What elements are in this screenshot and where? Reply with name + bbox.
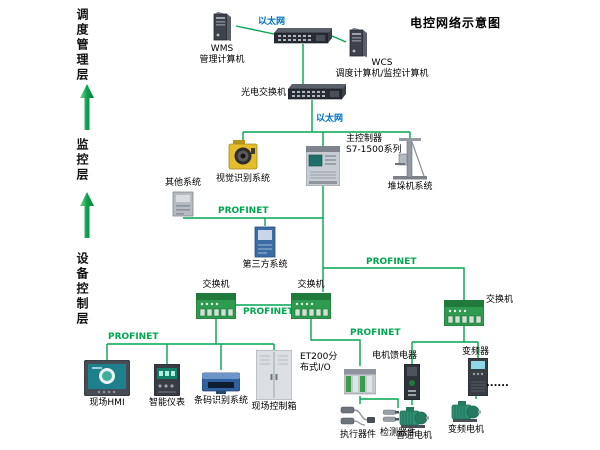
barcode-scanner-icon <box>202 372 240 394</box>
more-devices-ellipsis: ...... <box>486 378 509 389</box>
control-cabinet-icon <box>256 350 292 400</box>
actuator-cable-icon <box>340 406 375 426</box>
node-vision-system: 视觉识别系统 <box>211 140 275 185</box>
green-switch-icon <box>196 293 236 320</box>
node-field-control-box: 现场控制箱 <box>248 350 300 413</box>
wire-et200-detector <box>360 398 399 408</box>
third-party-system-label: 第三方系统 <box>242 260 288 270</box>
normal-motor-label: 普通电机 <box>395 431 432 441</box>
up-arrow-2 <box>80 192 94 238</box>
node-vfd <box>468 358 488 396</box>
hmi-panel-icon <box>84 360 130 396</box>
profinet-label-right: PROFINET <box>366 257 417 267</box>
ethernet-label-top: 以太网 <box>258 17 286 27</box>
et200-label: ET200分布式I/O <box>300 352 338 374</box>
wire-right-branch <box>323 267 465 300</box>
detectors-label: 检测器件 <box>379 428 416 438</box>
vfd-label: 变频器 <box>462 347 490 357</box>
node-core-switch <box>274 28 332 44</box>
actuators-label: 执行器件 <box>339 430 376 440</box>
layer-label-management: 调度管理层 <box>75 8 89 83</box>
gray-device-icon <box>172 191 194 217</box>
motor-starter-icon <box>404 364 420 400</box>
node-optical-switch <box>288 84 346 100</box>
meter-icon <box>154 364 180 396</box>
barcode-system-label: 条码识别系统 <box>193 396 248 406</box>
motor-feeder-label: 电机馈电器 <box>372 351 418 361</box>
node-third-party-system: 第三方系统 <box>239 226 291 271</box>
field-hmi-label: 现场HMI <box>89 398 125 408</box>
node-switch-mid: 交换机 <box>287 280 335 320</box>
vfd-motor-label: 变频电机 <box>447 425 484 435</box>
blue-device-icon <box>254 226 276 258</box>
green-switch-icon <box>444 300 484 326</box>
profinet-label-switch-link: PROFINET <box>243 307 294 317</box>
vfd-drive-icon <box>468 358 488 396</box>
io-rack-icon <box>344 369 376 395</box>
node-normal-motor: 普通电机 <box>392 405 436 442</box>
motor-icon <box>399 407 429 428</box>
other-system-label: 其他系统 <box>164 178 201 188</box>
diagram-title: 电控网络示意图 <box>410 16 502 30</box>
stacker-system-label: 堆垛机系统 <box>387 182 433 192</box>
vision-system-label: 视觉识别系统 <box>215 174 270 184</box>
stacker-crane-icon <box>393 138 427 180</box>
node-barcode-system: 条码识别系统 <box>193 370 249 407</box>
node-smart-meter: 智能仪表 <box>143 364 191 409</box>
server-icon <box>349 28 367 57</box>
wire-wms-switch <box>235 25 275 35</box>
layer-label-device-control: 设备控制层 <box>75 252 89 327</box>
node-stacker-system: 堆垛机系统 <box>382 138 438 193</box>
wire-wcs-switch <box>331 35 347 43</box>
node-other-system: 其他系统 <box>160 178 206 217</box>
profinet-label-mid-branch: PROFINET <box>350 328 401 338</box>
smart-meter-label: 智能仪表 <box>148 398 185 408</box>
layer-label-monitoring: 监控层 <box>75 138 89 183</box>
node-wcs-icon-wrap <box>346 28 370 58</box>
switch-right-label: 交换机 <box>486 295 514 305</box>
switch-mid-label: 交换机 <box>297 280 325 290</box>
optical-switch-label: 光电交换机 <box>240 88 286 98</box>
plc-icon <box>306 146 340 186</box>
field-control-box-label: 现场控制箱 <box>251 402 297 412</box>
node-vfd-motor: 变频电机 <box>444 399 488 436</box>
wire-mid-switch-et200 <box>310 318 361 366</box>
up-arrow-1 <box>80 84 94 130</box>
node-main-controller <box>306 146 340 186</box>
node-switch-left: 交换机 <box>192 280 240 320</box>
profinet-label-left-branch: PROFINET <box>108 332 159 342</box>
camera-icon <box>228 140 258 170</box>
node-switch-right <box>444 300 484 326</box>
profinet-label-other: PROFINET <box>218 206 269 216</box>
motor-icon <box>451 401 481 422</box>
node-motor-feeder <box>404 364 420 400</box>
switch-left-label: 交换机 <box>202 280 230 290</box>
server-icon <box>213 12 231 41</box>
node-actuators: 执行器件 <box>334 404 382 441</box>
rack-switch-icon <box>288 84 346 100</box>
node-et200 <box>344 366 376 396</box>
rack-switch-icon <box>274 28 332 44</box>
green-switch-icon <box>291 293 331 320</box>
node-field-hmi: 现场HMI <box>80 360 134 409</box>
ethernet-label-mid: 以太网 <box>316 114 344 124</box>
